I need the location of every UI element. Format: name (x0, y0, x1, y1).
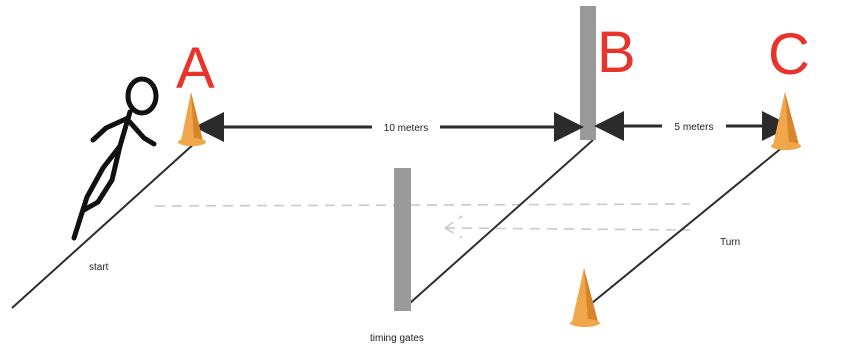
running-person-icon (71, 76, 159, 241)
turn-label: Turn (720, 237, 740, 248)
timing-gate-far (580, 6, 596, 140)
return-arrow-head-lower (444, 227, 463, 239)
distance-label-bc: 5 meters (675, 122, 714, 133)
diagonal-b (409, 139, 594, 304)
point-label-c: C (768, 22, 810, 87)
cone-a (178, 92, 206, 146)
cone-c (771, 92, 801, 150)
timing-gate-near (394, 168, 411, 311)
distance-label-ab: 10 meters (384, 123, 428, 134)
return-arrow-head-upper (444, 215, 463, 229)
start-line (11, 141, 197, 309)
return-path-upper (154, 203, 691, 207)
diagonal-c (591, 145, 785, 304)
return-path-lower (444, 227, 691, 231)
start-label: start (89, 262, 109, 273)
timing-gates-label: timing gates (370, 333, 424, 344)
cone-turn (570, 268, 600, 327)
point-label-a: A (176, 36, 215, 101)
point-label-b: B (597, 20, 636, 85)
